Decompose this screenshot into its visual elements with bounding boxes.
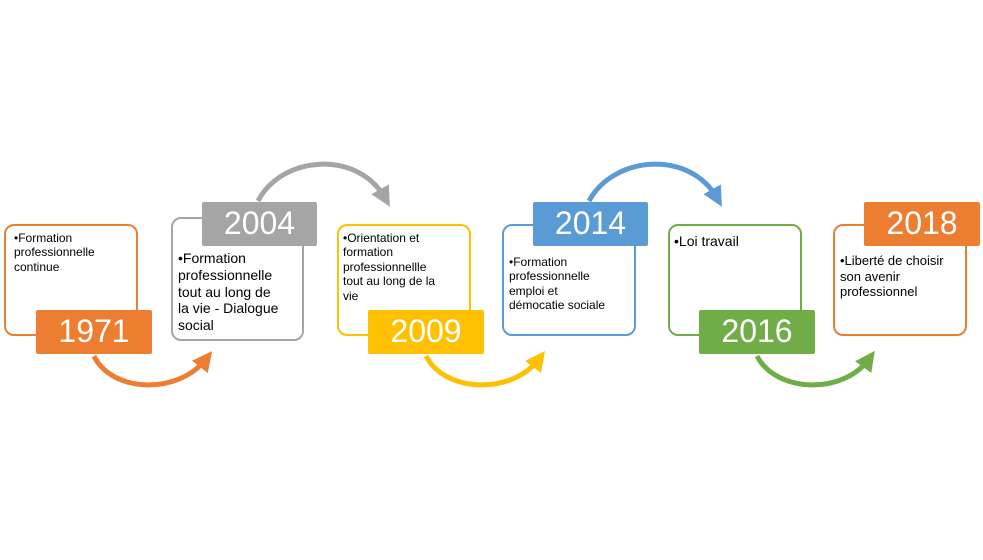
description-text: •Formation professionnelle emploi et dém…: [509, 255, 606, 313]
description-text: •Formation professionnelle tout au long …: [178, 250, 279, 334]
year-badge: 2018: [864, 202, 980, 246]
arrow-1971-to-2004: [91, 351, 213, 388]
arrow-2014-to-2016: [586, 161, 722, 207]
year-badge: 1971: [36, 310, 152, 354]
year-badge: 2009: [368, 310, 484, 354]
year-badge: 2016: [699, 310, 815, 354]
arrow-2004-to-2009: [255, 161, 390, 207]
year-badge: 2014: [533, 202, 648, 246]
description-text: •Formation professionnelle continue: [14, 231, 95, 274]
arrow-2009-to-2014: [423, 351, 546, 388]
arrow-2016-to-2018: [754, 350, 875, 388]
description-text: •Loi travail: [674, 233, 739, 249]
description-text: •Orientation et formation professionnell…: [343, 231, 436, 303]
year-badge: 2004: [202, 202, 317, 246]
description-text: •Liberté de choisir son avenir professio…: [840, 253, 944, 300]
